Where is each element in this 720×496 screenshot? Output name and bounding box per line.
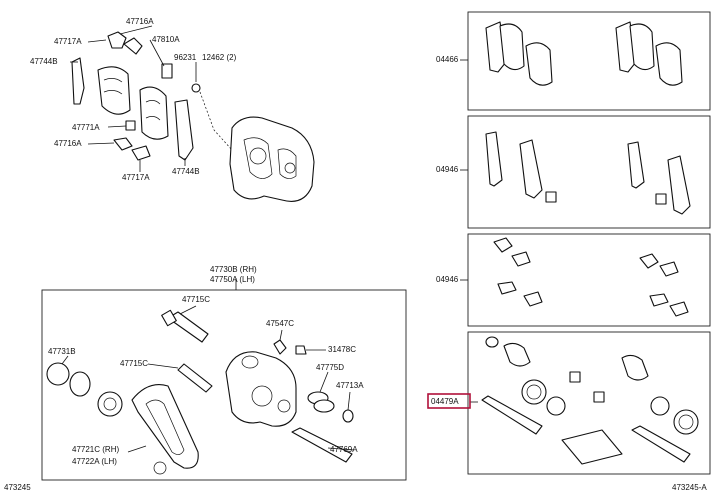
caliper-mounting-bracket[interactable]: [131, 384, 199, 469]
slide-pin-47715c-b[interactable]: [177, 363, 213, 393]
label-47771a[interactable]: 47771A: [72, 123, 100, 132]
figure-id-right: 473245-A: [672, 483, 707, 492]
label-47715c-b[interactable]: 47715C: [120, 359, 148, 368]
caliper-body-top[interactable]: [229, 116, 315, 202]
highlight-box-04479a: [427, 393, 471, 409]
kit-boot-b[interactable]: [621, 354, 649, 381]
kit-pad-b2[interactable]: [629, 23, 655, 71]
kit-seal-b[interactable]: [546, 396, 566, 416]
kit-pad-a3[interactable]: [525, 42, 553, 86]
pad-clip-47717a-bot[interactable]: [131, 145, 151, 161]
label-47721c[interactable]: 47721C (RH): [72, 445, 119, 454]
label-47750a[interactable]: 47750A (LH): [210, 275, 255, 284]
label-47730b[interactable]: 47730B (RH): [210, 265, 257, 274]
label-04466[interactable]: 04466: [436, 55, 459, 64]
label-47717a-bot[interactable]: 47717A: [122, 173, 150, 182]
kit-shim-a3[interactable]: [545, 191, 557, 203]
kit-slide-pin[interactable]: [481, 395, 543, 435]
label-31478c[interactable]: 31478C: [328, 345, 356, 354]
brake-pad-inner[interactable]: [139, 86, 169, 140]
kit-ring-small[interactable]: [485, 336, 499, 348]
pad-clip-47717a-top[interactable]: [123, 37, 143, 55]
label-47810a[interactable]: 47810A: [152, 35, 180, 44]
label-47731b[interactable]: 47731B: [48, 347, 76, 356]
panel-shim-kit: [467, 115, 711, 229]
kit-clip-a3[interactable]: [497, 281, 517, 295]
label-47716a-top[interactable]: 47716A: [126, 17, 154, 26]
figure-id-left: 473245: [4, 483, 31, 492]
kit-grease-packet[interactable]: [561, 429, 623, 465]
label-04946-2[interactable]: 04946: [436, 275, 459, 284]
caliper-exploded-group: 47730B (RH) 47750A (LH) 47715C 47731B 47…: [41, 265, 407, 481]
pad-clip-47716a-top[interactable]: [107, 31, 127, 49]
kit-clip-b4[interactable]: [669, 301, 689, 317]
washer-12462[interactable]: [191, 83, 201, 93]
label-47547c[interactable]: 47547C: [266, 319, 294, 328]
label-04479a[interactable]: 04479A: [431, 397, 459, 406]
kit-seal-a[interactable]: [521, 379, 547, 405]
label-47716a-mid[interactable]: 47716A: [54, 139, 82, 148]
label-47713a[interactable]: 47713A: [336, 381, 364, 390]
label-47722a[interactable]: 47722A (LH): [72, 457, 117, 466]
brake-pad-outer[interactable]: [71, 57, 85, 105]
label-47769a[interactable]: 47769A: [330, 445, 358, 454]
kit-cap[interactable]: [569, 371, 581, 383]
kit-pad-a2[interactable]: [499, 23, 525, 71]
kit-boot-a[interactable]: [503, 342, 531, 367]
bleeder-plug-47810a[interactable]: [161, 63, 173, 79]
piston-seal-ring[interactable]: [46, 362, 70, 386]
piston-seal-47713a[interactable]: [342, 409, 354, 423]
kit-shim-a1[interactable]: [485, 131, 503, 187]
kit-clip-b1[interactable]: [639, 253, 659, 269]
kit-seal-c[interactable]: [650, 396, 670, 416]
bleeder-screw-47547c[interactable]: [273, 339, 287, 355]
label-04946-1[interactable]: 04946: [436, 165, 459, 174]
label-47717a-top[interactable]: 47717A: [54, 37, 82, 46]
kit-panels: 04466 04946 04946 04479A: [427, 11, 711, 475]
panel-pad-kit: [467, 11, 711, 111]
kit-clip-a2[interactable]: [511, 251, 531, 267]
slide-pin-47715c-a[interactable]: [167, 311, 209, 343]
label-47775d[interactable]: 47775D: [316, 363, 344, 372]
kit-clip-a4[interactable]: [523, 291, 543, 307]
label-47744b-top[interactable]: 47744B: [30, 57, 58, 66]
kit-clip-b3[interactable]: [649, 293, 669, 307]
panel-caliper-repair-kit: [467, 331, 711, 475]
pad-assembly-group: 47716A 47717A 47810A 47744B 96231 12462 …: [30, 17, 315, 202]
kit-cap-b[interactable]: [593, 391, 605, 403]
caliper-frame: [41, 289, 407, 481]
label-96231[interactable]: 96231: [174, 53, 197, 62]
kit-pad-b3[interactable]: [655, 42, 683, 86]
kit-bushing[interactable]: [631, 425, 691, 463]
piston-boot[interactable]: [69, 371, 91, 397]
label-12462[interactable]: 12462 (2): [202, 53, 237, 62]
pad-clip-47716a-mid[interactable]: [113, 137, 133, 151]
kit-clip-a1[interactable]: [493, 237, 513, 253]
kit-shim-b3[interactable]: [655, 193, 667, 205]
kit-seal-d[interactable]: [673, 409, 699, 435]
pad-support-47771a[interactable]: [125, 120, 136, 131]
slide-bushing-47769a[interactable]: [291, 427, 353, 463]
kit-shim-b1[interactable]: [627, 141, 645, 189]
kit-clip-b2[interactable]: [659, 261, 679, 277]
kit-shim-a2[interactable]: [519, 139, 543, 199]
label-47715c-a[interactable]: 47715C: [182, 295, 210, 304]
bleeder-cap-31478c[interactable]: [295, 345, 307, 355]
kit-shim-b2[interactable]: [667, 155, 691, 215]
caliper-cylinder[interactable]: [225, 351, 297, 427]
label-47744b-bot[interactable]: 47744B: [172, 167, 200, 176]
anti-squeal-shim-right[interactable]: [174, 99, 194, 161]
